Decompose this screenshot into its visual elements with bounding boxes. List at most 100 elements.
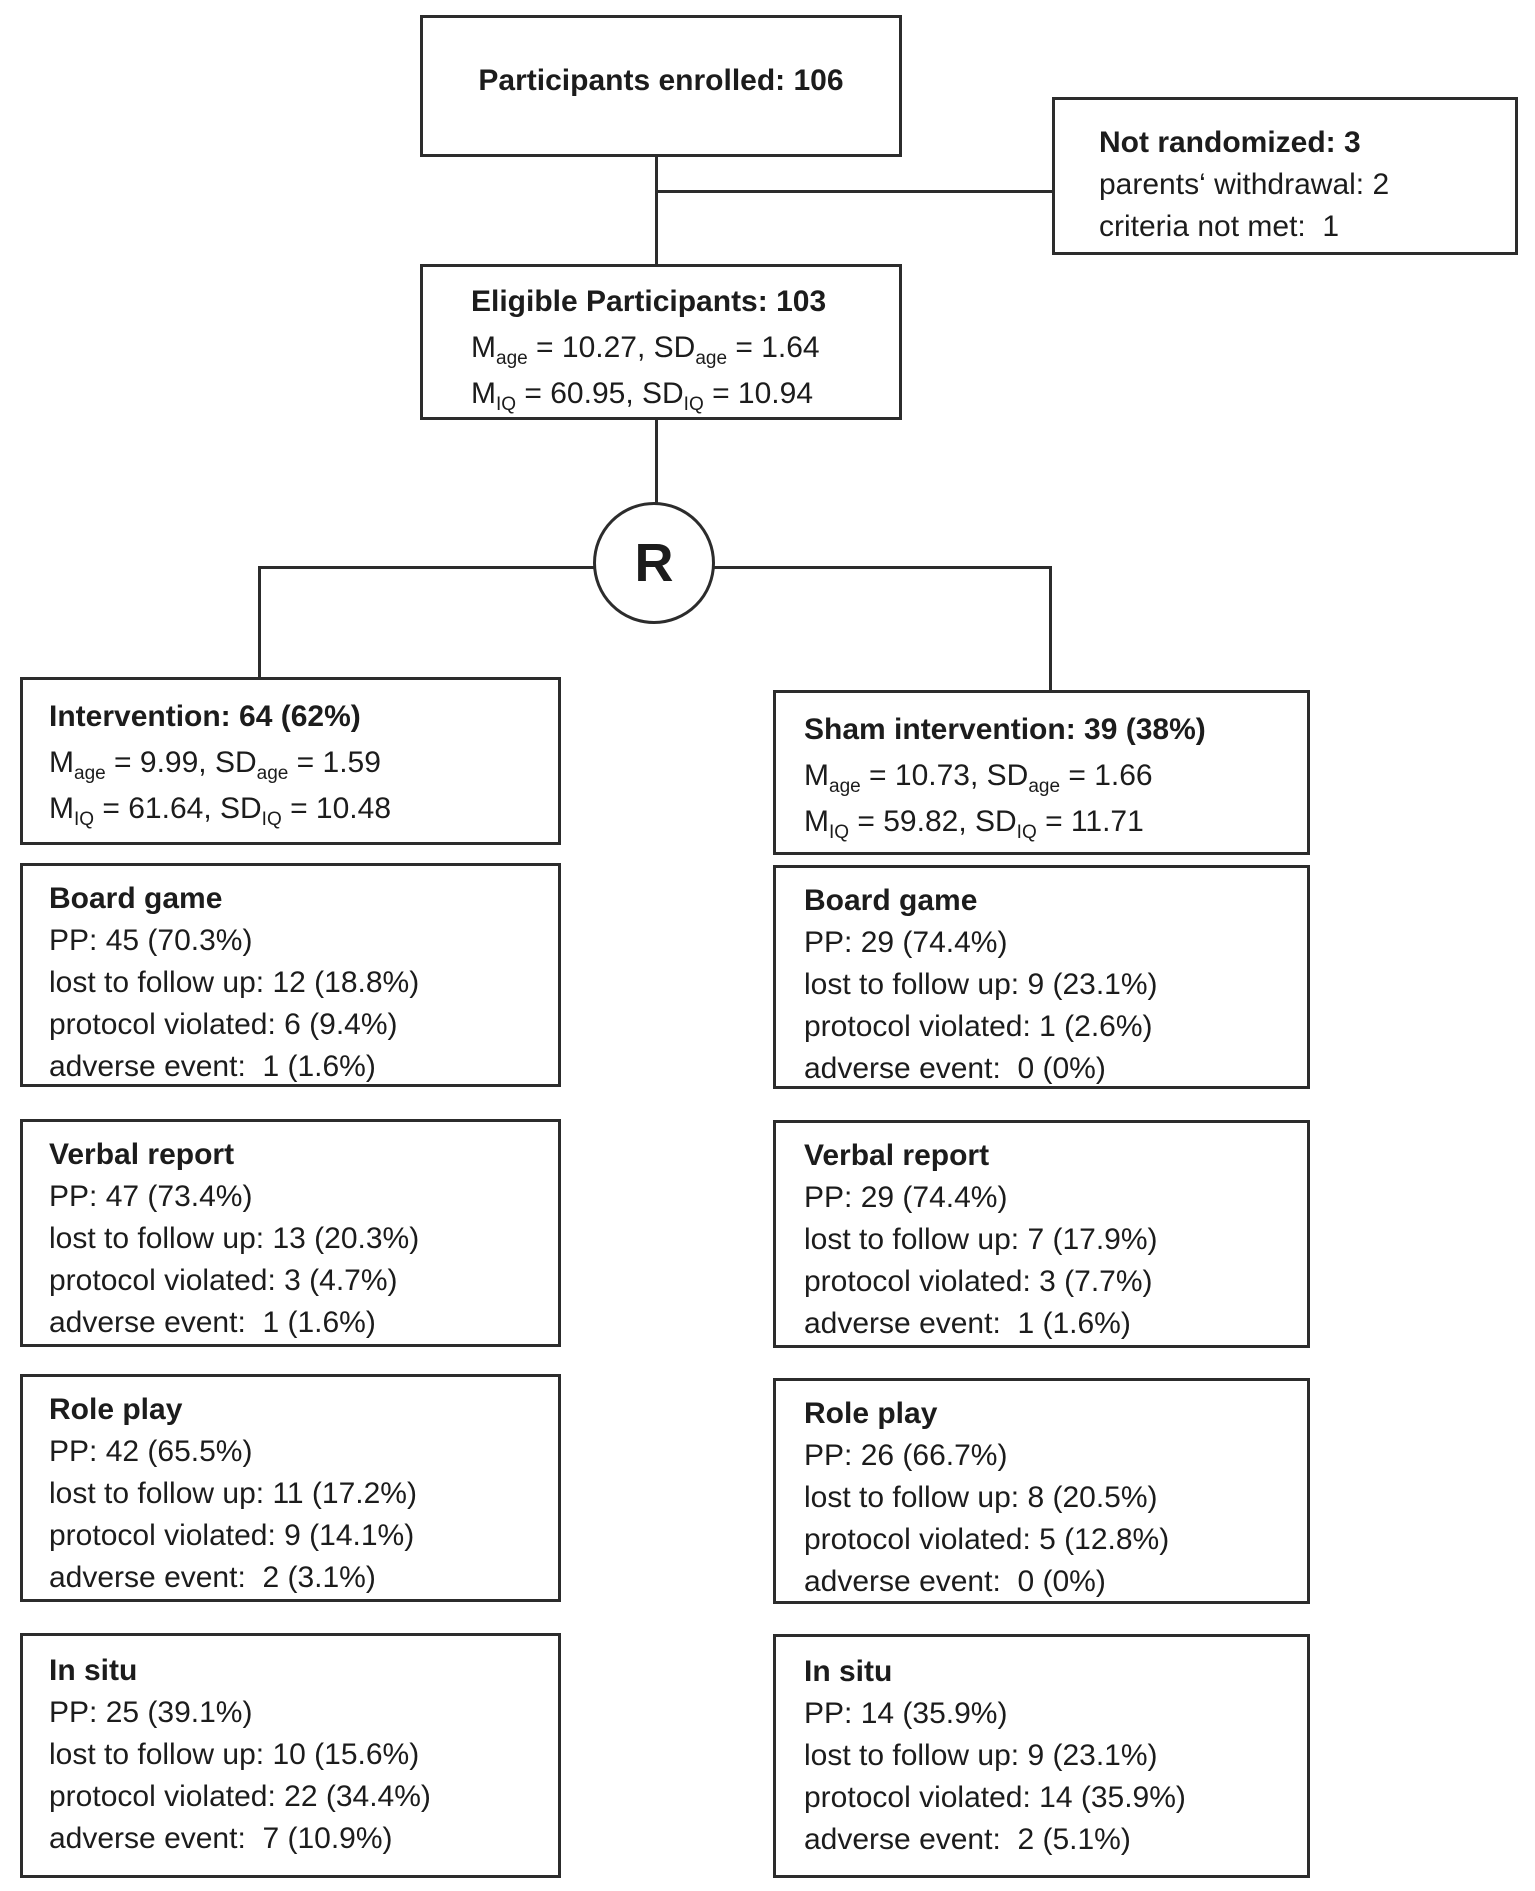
stat-subscript: IQ (261, 809, 282, 830)
connector-line (258, 566, 595, 569)
assessment-line: lost to follow up: 9 (23.1%) (804, 968, 1158, 1001)
connector-line (1049, 566, 1052, 692)
connector-line (655, 418, 658, 504)
assessment-line: PP: 42 (65.5%) (49, 1435, 253, 1468)
sham-verbal-report-box: Verbal report PP: 29 (74.4%) lost to fol… (773, 1120, 1310, 1348)
not-randomized-reason: criteria not met: 1 (1099, 210, 1340, 243)
assessment-line: PP: 14 (35.9%) (804, 1697, 1008, 1730)
assessment-line: protocol violated: 22 (34.4%) (49, 1780, 431, 1813)
assessment-line: adverse event: 2 (5.1%) (804, 1823, 1131, 1856)
sham-age-stat: Mage = 10.73, SDage = 1.66 (804, 753, 1307, 799)
intervention-role-play-box: Role play PP: 42 (65.5%) lost to follow … (20, 1374, 561, 1602)
assessment-line: PP: 29 (74.4%) (804, 926, 1008, 959)
randomization-circle: R (593, 502, 715, 624)
randomization-symbol: R (634, 533, 674, 593)
assessment-title: In situ (804, 1655, 893, 1688)
stat-text: = 11.71 (1036, 805, 1144, 838)
intervention-board-game-box: Board game PP: 45 (70.3%) lost to follow… (20, 863, 561, 1087)
intervention-age-stat: Mage = 9.99, SDage = 1.59 (49, 740, 558, 786)
stat-subscript: age (695, 348, 728, 369)
stat-text: M (49, 746, 74, 779)
sham-iq-stat: MIQ = 59.82, SDIQ = 11.71 (804, 799, 1307, 845)
assessment-line: lost to follow up: 8 (20.5%) (804, 1481, 1158, 1514)
assessment-line: adverse event: 0 (0%) (804, 1565, 1106, 1598)
stat-subscript: age (256, 763, 289, 784)
stat-text: = 59.82, SD (849, 805, 1017, 838)
stat-text: = 1.66 (1060, 759, 1153, 792)
stat-subscript: IQ (496, 394, 517, 415)
assessment-line: PP: 47 (73.4%) (49, 1180, 253, 1213)
assessment-title: Verbal report (49, 1138, 235, 1171)
sham-board-game-box: Board game PP: 29 (74.4%) lost to follow… (773, 865, 1310, 1089)
stat-subscript: age (74, 763, 106, 784)
assessment-line: adverse event: 7 (10.9%) (49, 1822, 393, 1855)
stat-subscript: IQ (683, 394, 704, 415)
stat-text: = 10.27, SD (527, 331, 696, 364)
stat-subscript: IQ (829, 822, 850, 843)
stat-text: M (471, 331, 496, 364)
stat-text: = 61.64, SD (94, 792, 262, 825)
intervention-in-situ-box: In situ PP: 25 (39.1%) lost to follow up… (20, 1633, 561, 1878)
assessment-title: Role play (804, 1397, 938, 1430)
eligible-iq-stat: MIQ = 60.95, SDIQ = 10.94 (471, 371, 899, 417)
connector-line (655, 157, 658, 264)
assessment-line: lost to follow up: 12 (18.8%) (49, 966, 420, 999)
assessment-line: protocol violated: 5 (12.8%) (804, 1523, 1170, 1556)
not-randomized-reason: parents‘ withdrawal: 2 (1099, 168, 1390, 201)
assessment-line: lost to follow up: 10 (15.6%) (49, 1738, 420, 1771)
eligible-box: Eligible Participants: 103 Mage = 10.27,… (420, 264, 902, 420)
stat-text: = 10.48 (281, 792, 391, 825)
assessment-line: PP: 29 (74.4%) (804, 1181, 1008, 1214)
assessment-title: Verbal report (804, 1139, 990, 1172)
assessment-line: PP: 45 (70.3%) (49, 924, 253, 957)
connector-line (713, 566, 1052, 569)
eligible-title: Eligible Participants: 103 (471, 285, 827, 318)
stat-text: = 1.64 (727, 331, 820, 364)
assessment-line: protocol violated: 3 (4.7%) (49, 1264, 398, 1297)
intervention-title: Intervention: 64 (62%) (49, 700, 361, 733)
eligible-age-stat: Mage = 10.27, SDage = 1.64 (471, 325, 899, 371)
sham-role-play-box: Role play PP: 26 (66.7%) lost to follow … (773, 1378, 1310, 1604)
stat-text: M (804, 805, 829, 838)
assessment-line: PP: 26 (66.7%) (804, 1439, 1008, 1472)
assessment-line: adverse event: 1 (1.6%) (49, 1050, 376, 1083)
assessment-title: Board game (49, 882, 223, 915)
assessment-line: protocol violated: 6 (9.4%) (49, 1008, 398, 1041)
assessment-line: protocol violated: 9 (14.1%) (49, 1519, 415, 1552)
sham-title: Sham intervention: 39 (38%) (804, 713, 1206, 746)
not-randomized-box: Not randomized: 3 parents‘ withdrawal: 2… (1052, 97, 1518, 255)
stat-text: M (804, 759, 829, 792)
assessment-line: adverse event: 2 (3.1%) (49, 1561, 376, 1594)
assessment-line: adverse event: 0 (0%) (804, 1052, 1106, 1085)
stat-text: = 10.94 (703, 377, 813, 410)
stat-text: = 10.73, SD (860, 759, 1029, 792)
assessment-line: lost to follow up: 13 (20.3%) (49, 1222, 420, 1255)
assessment-line: protocol violated: 3 (7.7%) (804, 1265, 1153, 1298)
stat-text: = 1.59 (288, 746, 381, 779)
assessment-line: lost to follow up: 7 (17.9%) (804, 1223, 1158, 1256)
stat-subscript: age (829, 776, 861, 797)
assessment-line: PP: 25 (39.1%) (49, 1696, 253, 1729)
not-randomized-title: Not randomized: 3 (1099, 126, 1361, 159)
sham-arm-box: Sham intervention: 39 (38%) Mage = 10.73… (773, 690, 1310, 855)
assessment-title: In situ (49, 1654, 138, 1687)
stat-text: = 9.99, SD (105, 746, 257, 779)
sham-in-situ-box: In situ PP: 14 (35.9%) lost to follow up… (773, 1634, 1310, 1878)
stat-subscript: IQ (1016, 822, 1037, 843)
assessment-line: protocol violated: 14 (35.9%) (804, 1781, 1186, 1814)
stat-subscript: age (1028, 776, 1061, 797)
assessment-line: adverse event: 1 (1.6%) (49, 1306, 376, 1339)
assessment-line: protocol violated: 1 (2.6%) (804, 1010, 1153, 1043)
assessment-line: lost to follow up: 9 (23.1%) (804, 1739, 1158, 1772)
assessment-title: Board game (804, 884, 978, 917)
enrolled-label: Participants enrolled: 106 (478, 64, 844, 97)
stat-text: = 60.95, SD (516, 377, 684, 410)
stat-text: M (49, 792, 74, 825)
assessment-title: Role play (49, 1393, 183, 1426)
assessment-line: adverse event: 1 (1.6%) (804, 1307, 1131, 1340)
intervention-iq-stat: MIQ = 61.64, SDIQ = 10.48 (49, 786, 558, 832)
connector-line (655, 190, 1054, 193)
assessment-line: lost to follow up: 11 (17.2%) (49, 1477, 417, 1510)
stat-subscript: IQ (74, 809, 95, 830)
